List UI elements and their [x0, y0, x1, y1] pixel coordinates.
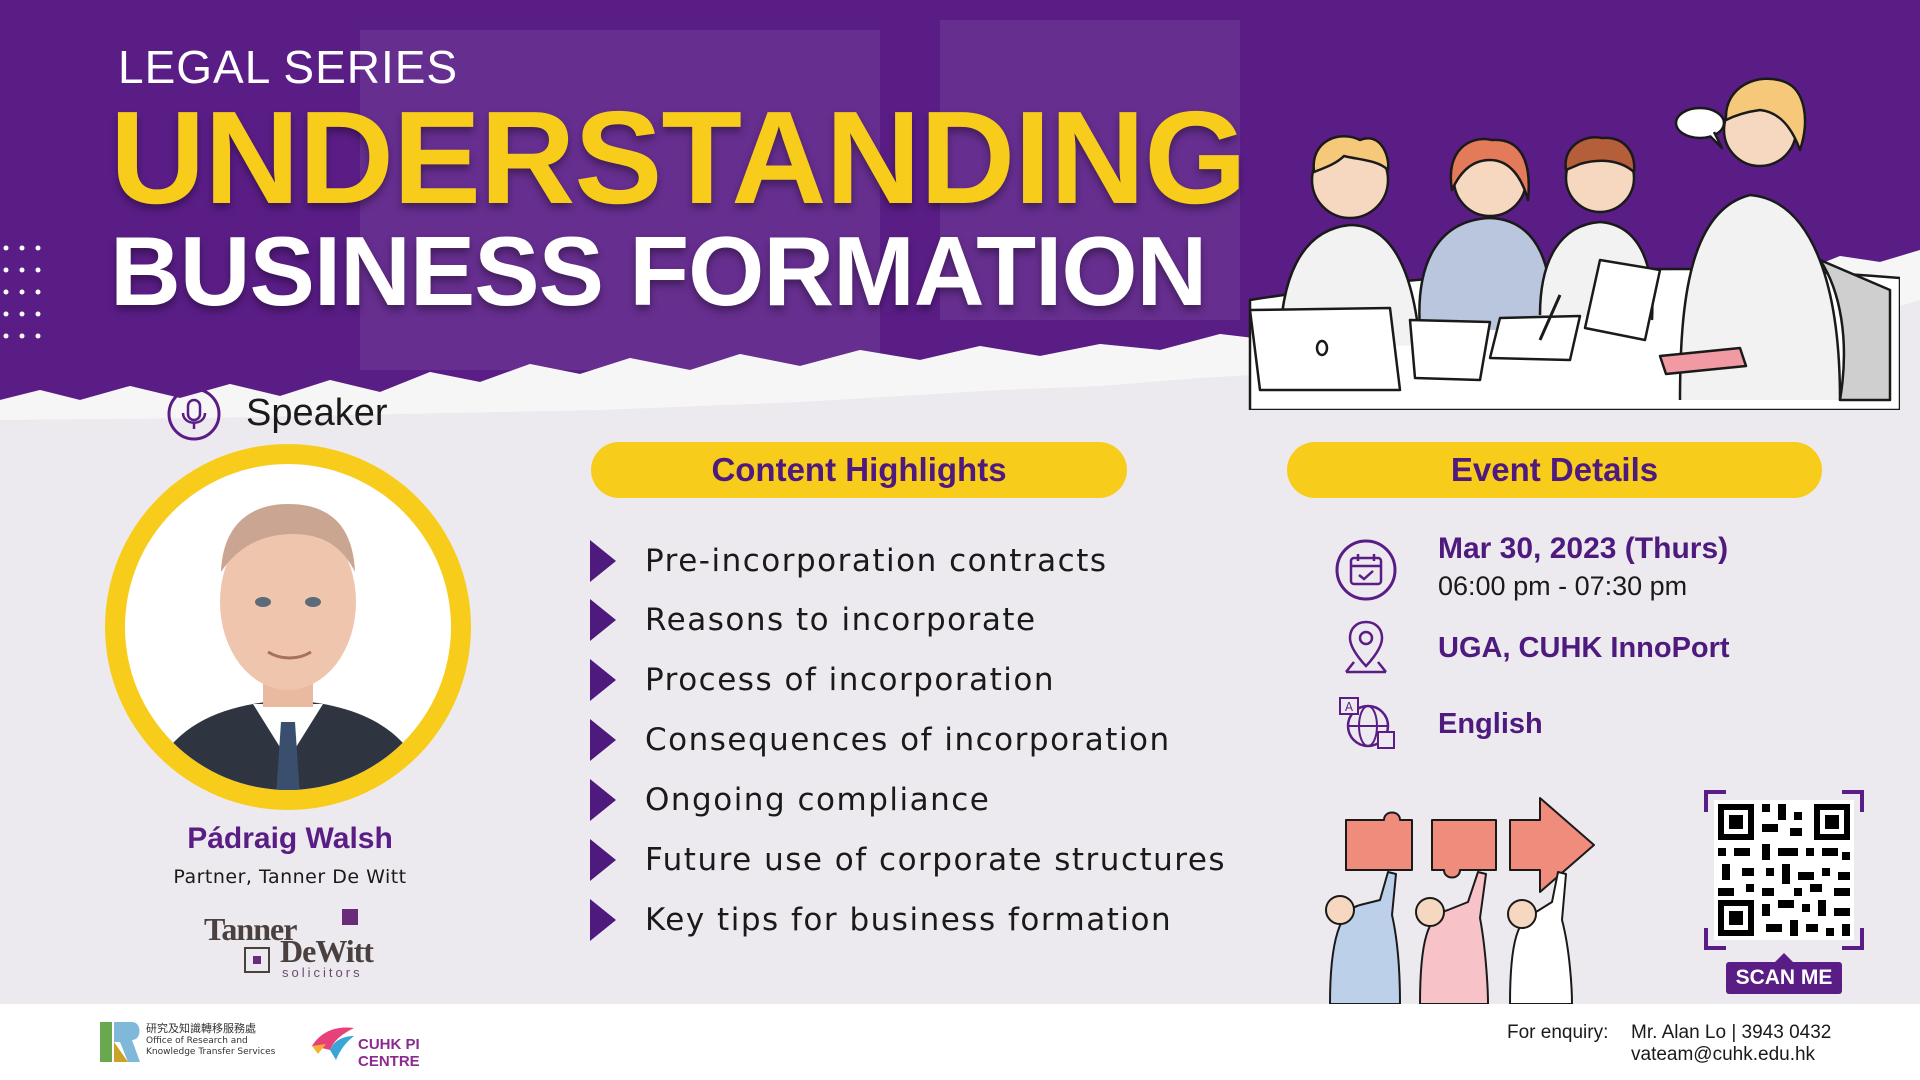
- language-icon: A: [1339, 697, 1395, 749]
- highlight-text: Process of incorporation: [645, 662, 1055, 698]
- scan-me-pointer: [1774, 953, 1794, 963]
- highlight-text: Reasons to incorporate: [645, 602, 1037, 638]
- speaker-role: Partner, Tanner De Witt: [173, 866, 407, 888]
- series-label: LEGAL SERIES: [118, 41, 459, 93]
- logo-text-solicitors: solicitors: [282, 965, 363, 980]
- content-highlights-heading: Content Highlights: [591, 442, 1127, 498]
- logo-text-tanner: Tanner: [204, 911, 297, 947]
- arrow-bullet-icon: [590, 599, 616, 641]
- arrow-bullet-icon: [590, 540, 616, 582]
- highlight-text: Key tips for business formation: [645, 902, 1173, 938]
- event-language: English: [1438, 708, 1543, 740]
- highlight-text: Consequences of incorporation: [645, 722, 1171, 758]
- arrow-bullet-icon: [590, 779, 616, 821]
- microphone-icon: [167, 387, 221, 441]
- event-date: Mar 30, 2023 (Thurs): [1438, 532, 1729, 565]
- speaker-name: Pádraig Walsh: [187, 822, 393, 855]
- logo-frame-icon: [244, 947, 270, 973]
- decorative-dots: [3, 245, 41, 339]
- speaker-photo: [105, 444, 471, 810]
- puzzle-team-illustration: [1325, 797, 1595, 1004]
- event-venue: UGA, CUHK InnoPort: [1438, 632, 1730, 664]
- enquiry-contact: Mr. Alan Lo | 3943 0432: [1631, 1022, 1832, 1043]
- team-illustration: [1248, 77, 1900, 410]
- title-line-1: UNDERSTANDING: [110, 84, 1247, 231]
- event-details-heading: Event Details: [1287, 442, 1822, 498]
- orkts-logo: 研究及知識轉移服務處 Office of Research and Knowle…: [98, 1018, 298, 1066]
- highlight-text: Pre-incorporation contracts: [645, 543, 1108, 579]
- title-line-2: BUSINESS FORMATION: [110, 216, 1207, 326]
- orkts-chinese-name: 研究及知識轉移服務處: [146, 1022, 256, 1035]
- orkts-logo-icon: [100, 1022, 140, 1062]
- speaker-label: Speaker: [246, 392, 388, 434]
- arrow-bullet-icon: [590, 719, 616, 761]
- qr-code[interactable]: [1704, 790, 1864, 950]
- tanner-de-witt-logo: Tanner DeWitt solicitors: [200, 905, 400, 980]
- enquiry-email[interactable]: vateam@cuhk.edu.hk: [1631, 1044, 1816, 1065]
- logo-square-icon: [342, 909, 358, 925]
- scan-me-label: SCAN ME: [1726, 962, 1842, 994]
- location-pin-icon: [1345, 620, 1387, 674]
- arrow-bullet-icon: [590, 839, 616, 881]
- arrow-bullet-icon: [590, 659, 616, 701]
- highlight-text: Ongoing compliance: [645, 782, 991, 818]
- cuhk-pi-centre-logo: CUHK PI CENTRE: [308, 1020, 478, 1070]
- language-icon-glyph: A: [1345, 700, 1354, 714]
- pi-centre-bird-icon: [312, 1027, 354, 1060]
- pi-centre-text: CUHK PI CENTRE: [358, 1036, 420, 1070]
- calendar-icon: [1335, 539, 1397, 601]
- orkts-english-name: Office of Research and Knowledge Transfe…: [146, 1036, 276, 1057]
- event-time: 06:00 pm - 07:30 pm: [1438, 571, 1688, 601]
- enquiry-label: For enquiry:: [1507, 1022, 1609, 1043]
- arrow-bullet-icon: [590, 899, 616, 941]
- highlight-text: Future use of corporate structures: [645, 842, 1227, 878]
- logo-text-dewitt: DeWitt: [280, 933, 374, 969]
